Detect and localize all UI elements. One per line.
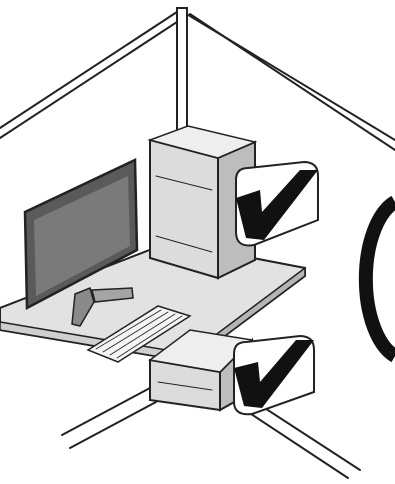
front-left-wall: [61, 387, 157, 449]
back-left-wall: [0, 9, 181, 139]
check-mark-icon: [236, 170, 318, 240]
check-mark-icon: [234, 340, 314, 408]
check-badge-upper: [235, 160, 319, 247]
keyboard: [86, 305, 192, 363]
desktop-tower-icon: [155, 175, 213, 253]
monitor: [23, 158, 139, 327]
back-right-wall: [179, 9, 395, 151]
monitor-icon: [23, 158, 139, 327]
partial-ring: [358, 195, 395, 363]
keyboard-icon: [86, 305, 192, 363]
check-badge-lower: [233, 334, 315, 416]
desktop-tower-icon: [157, 381, 213, 391]
